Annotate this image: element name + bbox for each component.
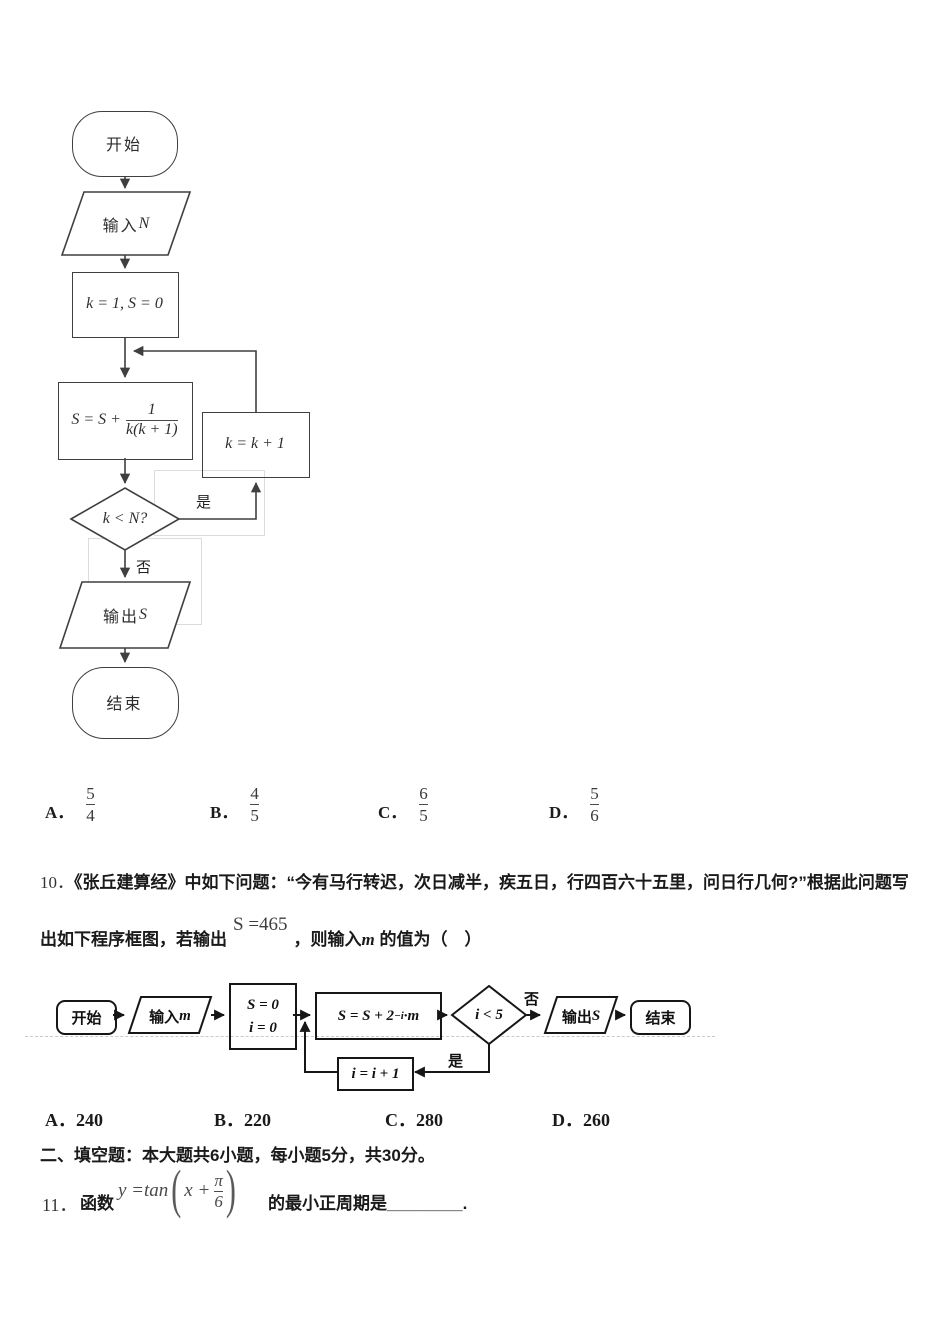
option-a-label: A． (45, 803, 75, 822)
fc1-init-label: k = 1, S = 0 (86, 295, 163, 312)
q10-line2-pre: 出如下程序框图，若输出 (40, 930, 227, 949)
option-c: C． 6 5 (378, 783, 428, 826)
option-b-label: B． (210, 803, 239, 822)
fc2-init-line1: S = 0 (247, 997, 279, 1013)
fc1-compute-denominator: k(k + 1) (125, 419, 178, 438)
option-c-fraction: 6 5 (419, 783, 428, 826)
fc1-output-prefix: 输出 (102, 609, 139, 626)
fc2-compute-tail: ·m (403, 1007, 420, 1024)
fc2-loop-label: i = i + 1 (351, 1065, 400, 1082)
fc2-input-prefix: 输入 (149, 1008, 180, 1026)
fc2-compute-exponent: −i (394, 1010, 404, 1022)
option-c-den: 5 (419, 804, 428, 825)
q10-line2: 出如下程序框图，若输出 S =465 ，则输入m 的值为（ ） (40, 914, 482, 951)
option-d-label: D． (549, 803, 579, 822)
option-a-num: 5 (86, 784, 95, 803)
option-d-fraction: 5 6 (590, 783, 599, 826)
fc2-output-prefix: 输出 (561, 1008, 592, 1026)
fc2-start-node: 开始 (56, 1000, 117, 1035)
fc1-decision-label: k < N? (102, 510, 148, 527)
fc1-start-label: 开始 (105, 137, 142, 154)
option-a-den: 4 (86, 804, 95, 825)
q11-formula-x: x + (184, 1180, 211, 1201)
q11-number: 11． (42, 1195, 78, 1215)
q11-formula-fraction: π 6 (214, 1171, 223, 1212)
fc2-yes-label: 是 (448, 1053, 464, 1070)
fc1-yes-label: 是 (196, 494, 212, 511)
q10-line2-mid: ，则输入 (293, 930, 362, 949)
fc2-compute-label: S = S + 2−i·m (338, 1008, 419, 1025)
fc1-end-node (72, 667, 179, 739)
option-c-num: 6 (419, 784, 428, 803)
fc2-end-node: 结束 (630, 1000, 691, 1035)
fc2-start-label: 开始 (71, 1010, 102, 1027)
section2-header: 二、填空题：本大题共6小题，每小题5分，共30分。 (40, 1146, 435, 1165)
q11-post: 的最小正周期是________. (268, 1194, 468, 1213)
q10-option-d: D．260 (552, 1110, 610, 1130)
fc1-no-label: 否 (136, 559, 152, 576)
fc1-increment-node (202, 412, 310, 478)
option-d: D． 5 6 (549, 783, 599, 826)
option-b-den: 5 (250, 804, 259, 825)
option-c-label: C． (378, 803, 408, 822)
fc2-init-line2: i = 0 (249, 1019, 277, 1036)
fc2-end-label: 结束 (645, 1010, 676, 1027)
option-a-fraction: 5 4 (86, 783, 95, 826)
option-b-fraction: 4 5 (250, 783, 259, 826)
fc2-input-var: m (179, 1007, 191, 1024)
fc2-compute-node: S = S + 2−i·m (315, 992, 442, 1040)
option-b: B． 4 5 (210, 783, 259, 826)
option-a: A． 5 4 (45, 783, 95, 826)
fc2-init-node: S = 0 i = 0 (229, 983, 297, 1050)
scan-artifact-line (25, 1036, 715, 1037)
q11-formula-lhs: y =tan (118, 1180, 169, 1201)
fc1-input-var: N (138, 215, 150, 232)
fc2-no-label: 否 (524, 991, 540, 1008)
q10-option-a: A．240 (45, 1110, 103, 1130)
fc1-end-label: 结束 (106, 696, 143, 713)
fc1-compute-lhs: S = S + (71, 411, 121, 428)
fc1-compute-fraction: 1 k(k + 1) (125, 401, 178, 439)
q10-number: 10． (40, 873, 74, 892)
open-paren: ( (171, 1160, 182, 1220)
option-d-den: 6 (590, 804, 599, 825)
close-paren: ) (225, 1160, 236, 1220)
option-d-num: 5 (590, 784, 599, 803)
q10-line1-text: 《张丘建算经》中如下问题：“今有马行转迟，次日减半，疾五日，行四百六十五里，问日… (74, 873, 909, 892)
fc2-decision-label: i < 5 (475, 1006, 503, 1023)
fc2-loop-node: i = i + 1 (337, 1057, 414, 1091)
q10-output-formula: S =465 (233, 914, 288, 935)
fc2-compute-base: S = S + 2 (337, 1007, 395, 1024)
option-b-num: 4 (250, 784, 259, 803)
q11-formula-num: π (214, 1170, 223, 1190)
fc1-compute-numerator: 1 (147, 401, 156, 419)
q10-line1: 10．《张丘建算经》中如下问题：“今有马行转迟，次日减半，疾五日，行四百六十五里… (40, 868, 909, 893)
q10-option-c: C．280 (385, 1110, 443, 1130)
fc1-compute-label: S = S + 1 k(k + 1) (58, 382, 191, 458)
fc2-output-var: S (591, 1007, 601, 1024)
q11-pre: 函数 (80, 1194, 114, 1213)
fc1-output-var: S (139, 606, 147, 623)
q11-formula: y =tan ( x + π 6 ) (118, 1160, 239, 1220)
fc1-input-prefix: 输入 (102, 218, 139, 235)
q10-input-var: m (361, 930, 375, 949)
fc1-increment-label: k = k + 1 (225, 435, 285, 452)
q11-formula-den: 6 (214, 1190, 223, 1211)
q10-line2-end: 的值为（ ） (379, 930, 482, 949)
q10-option-b: B．220 (214, 1110, 272, 1130)
